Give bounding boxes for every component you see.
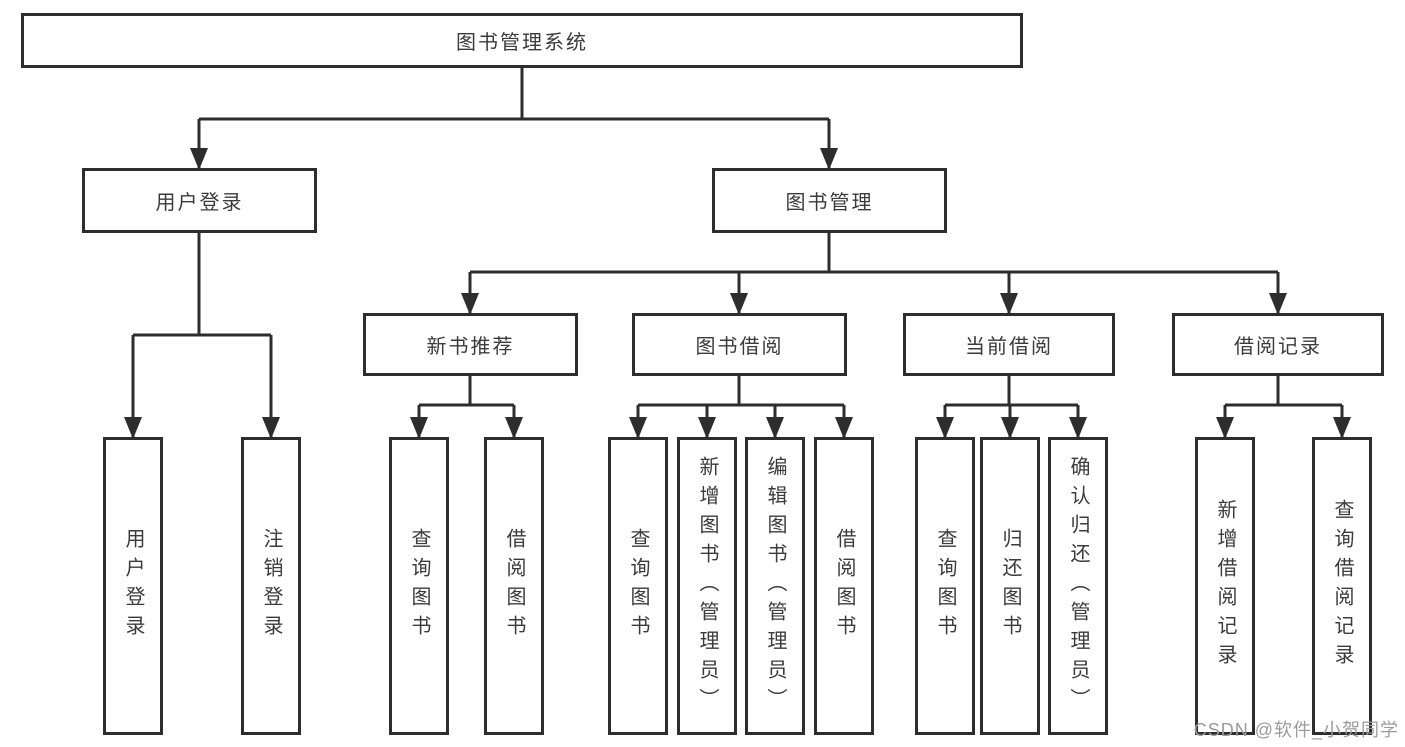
leaf-add-books-admin: 新增图书（管理员） [677,437,737,735]
node-root: 图书管理系统 [21,13,1023,68]
leaf-query-books-recommend: 查询图书 [389,437,449,735]
leaf-logout: 注销登录 [241,437,301,735]
leaf-user-login: 用户登录 [103,437,163,735]
leaf-confirm-return-admin: 确认归还（管理员） [1048,437,1108,735]
leaf-borrow-books: 借阅图书 [814,437,874,735]
node-current-borrowing: 当前借阅 [903,313,1115,376]
watermark: CSDN @软件_小贺同学 [1193,720,1399,740]
leaf-borrow-books-recommend: 借阅图书 [484,437,544,735]
leaf-query-books-current: 查询图书 [915,437,975,735]
node-book-management: 图书管理 [712,168,947,233]
arrowheads [124,148,1351,439]
leaf-query-books-borrowing: 查询图书 [608,437,668,735]
leaf-edit-books-admin: 编辑图书（管理员） [745,437,805,735]
node-new-book-recommend: 新书推荐 [363,313,578,376]
node-user-login: 用户登录 [82,168,317,233]
node-book-borrowing: 图书借阅 [632,313,847,376]
leaf-return-books: 归还图书 [980,437,1040,735]
leaf-add-borrow-record: 新增借阅记录 [1195,437,1255,735]
leaf-query-borrow-record: 查询借阅记录 [1312,437,1372,735]
node-borrowing-records: 借阅记录 [1172,313,1384,376]
